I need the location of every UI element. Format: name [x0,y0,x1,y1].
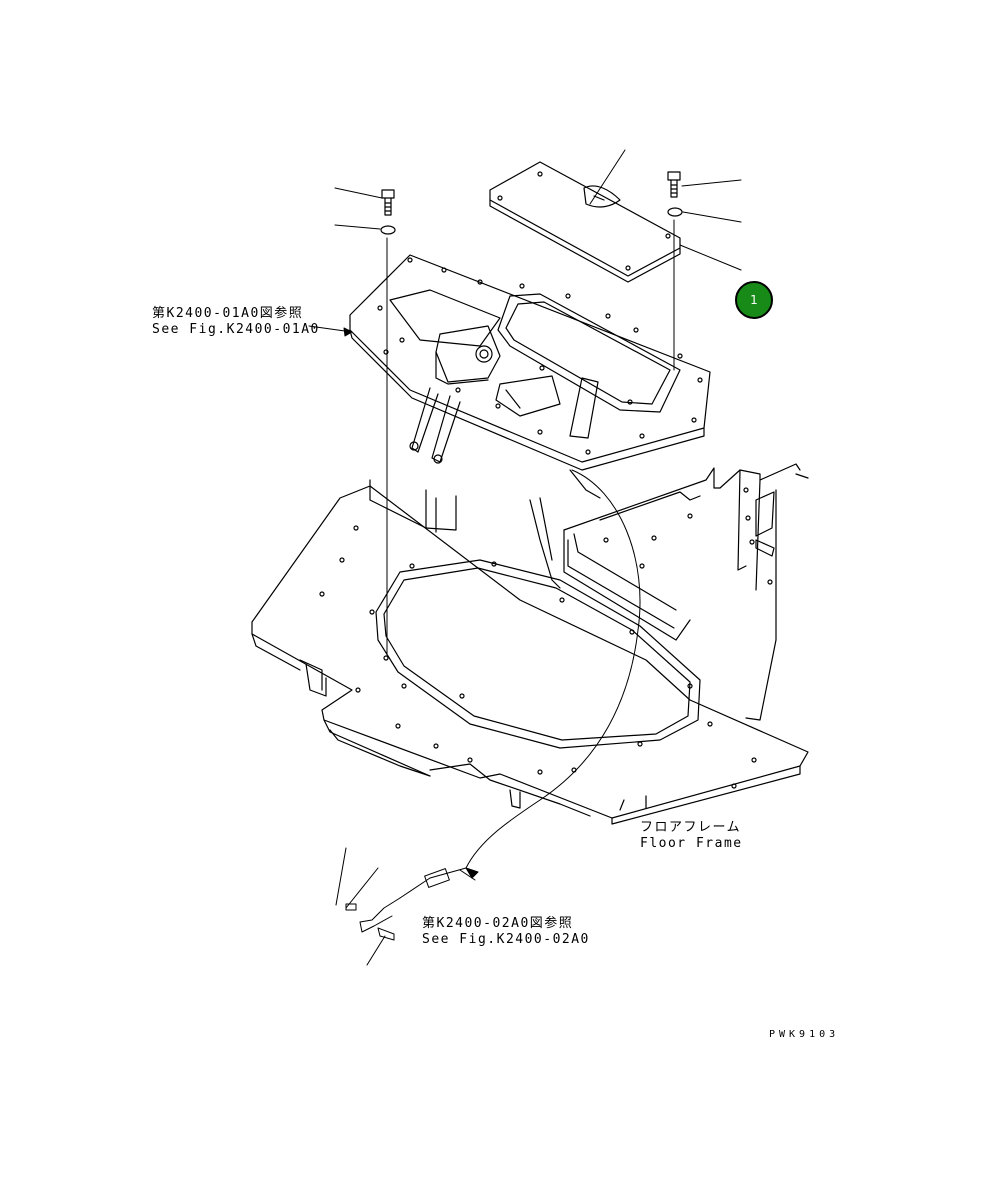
leader-lines [308,149,742,966]
floor-frame-label: フロアフレーム Floor Frame [640,820,743,852]
control-cable [345,469,641,941]
side-wall [563,463,809,721]
floor-frame-en: Floor Frame [640,836,743,851]
floor-frame [251,485,809,825]
reference-1-en: See Fig.K2400-01A0 [152,322,320,337]
drawing-code: PWK9103 [769,1029,840,1040]
console-base [349,254,711,471]
part-callout-badge[interactable]: 1 [735,281,773,319]
reference-label-1: 第K2400-01A0図参照 See Fig.K2400-01A0 [152,306,320,338]
reference-label-2: 第K2400-02A0図参照 See Fig.K2400-02A0 [422,916,590,948]
reference-2-en: See Fig.K2400-02A0 [422,932,590,947]
cover-plate [489,161,681,283]
bolt-left [381,189,395,216]
floor-frame-jp: フロアフレーム [640,820,742,835]
reference-1-jp: 第K2400-01A0図参照 [152,306,304,321]
part-callout-number: 1 [750,293,758,307]
bolt-right [667,171,681,198]
reference-2-jp: 第K2400-02A0図参照 [422,916,574,931]
washer-left [380,225,396,235]
washer-right [667,207,683,217]
